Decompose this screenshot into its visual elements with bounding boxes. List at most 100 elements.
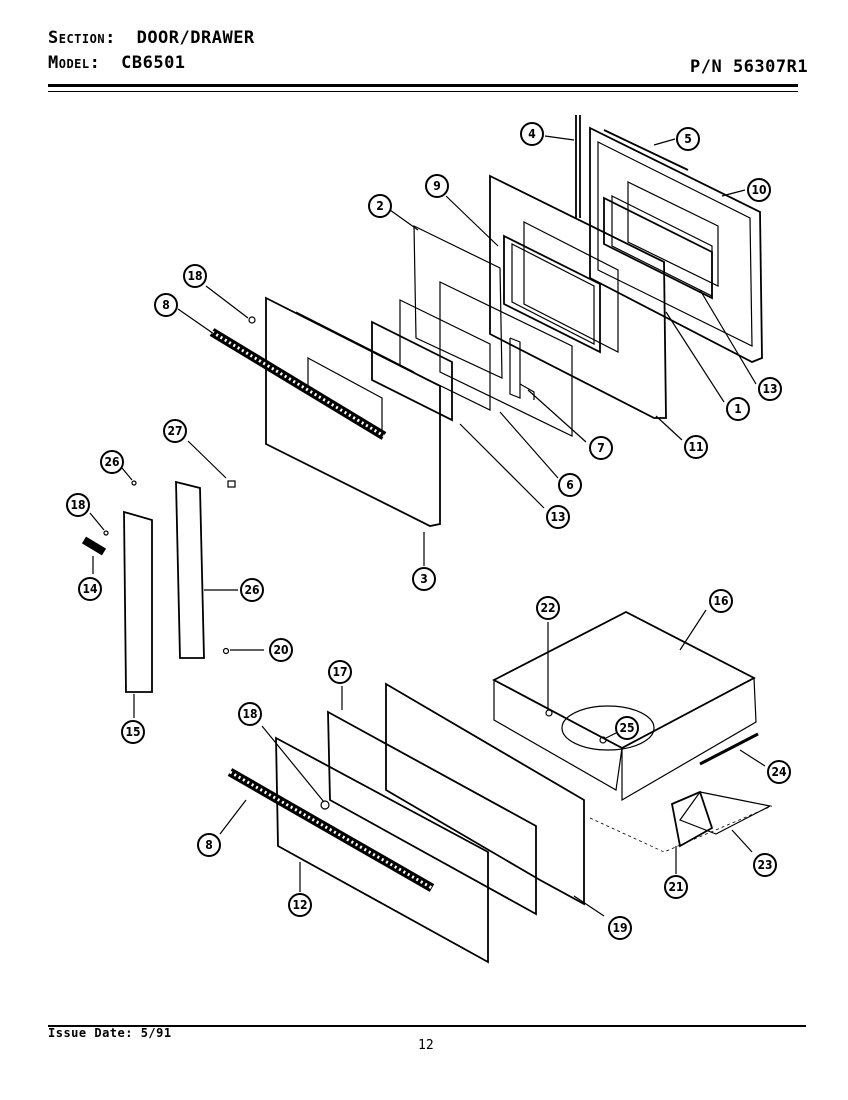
svg-text:11: 11	[688, 440, 703, 454]
header-rule-thin	[48, 91, 798, 92]
callout-20: 20	[269, 638, 293, 662]
screw-20	[222, 647, 230, 655]
door-liner	[489, 174, 667, 419]
screw-upper	[248, 316, 256, 324]
drawer-support-plate	[679, 791, 772, 835]
drawer-rail-24	[699, 732, 759, 766]
window-bracket	[509, 337, 535, 400]
svg-text:10: 10	[751, 183, 766, 197]
callout-9: 9	[425, 174, 449, 198]
svg-text:9: 9	[433, 179, 441, 193]
svg-text:27: 27	[167, 424, 182, 438]
svg-text:5: 5	[684, 132, 692, 146]
svg-text:18: 18	[242, 707, 257, 721]
outer-glass	[399, 299, 491, 411]
svg-text:1: 1	[734, 402, 742, 416]
callout-14: 14	[78, 577, 102, 601]
drawer-mid-panel	[327, 710, 537, 916]
svg-text:25: 25	[619, 721, 634, 735]
callout-18-drawer: 18	[238, 702, 262, 726]
callout-6: 6	[558, 473, 582, 497]
drawer-inner-panel	[385, 682, 585, 906]
drawer-front	[227, 736, 489, 964]
header-rule-thick	[48, 84, 798, 87]
callout-18-side: 18	[66, 493, 90, 517]
svg-text:2: 2	[376, 199, 384, 213]
svg-text:4: 4	[528, 127, 536, 141]
inner-glass-panel	[413, 225, 503, 379]
callout-19: 19	[608, 916, 632, 940]
callout-24: 24	[767, 760, 791, 784]
svg-text:26: 26	[104, 455, 119, 469]
svg-text:13: 13	[762, 382, 777, 396]
svg-text:18: 18	[187, 269, 202, 283]
callout-5: 5	[676, 127, 700, 151]
model-line: Model: CB6501	[48, 53, 186, 73]
callout-2: 2	[368, 194, 392, 218]
svg-text:17: 17	[332, 665, 347, 679]
handle-end-cap	[81, 536, 107, 556]
callout-25: 25	[615, 716, 639, 740]
screw-25	[599, 736, 607, 744]
callout-15: 15	[121, 720, 145, 744]
svg-text:8: 8	[162, 298, 170, 312]
callout-8-upper: 8	[154, 293, 178, 317]
left-side-trim	[123, 510, 153, 693]
section-value: DOOR/DRAWER	[136, 28, 255, 48]
door-handle-upper	[209, 328, 387, 440]
svg-text:6: 6	[566, 478, 574, 492]
svg-text:21: 21	[668, 880, 683, 894]
screw-18-drawer	[320, 800, 330, 810]
svg-text:19: 19	[612, 921, 627, 935]
callout-7: 7	[589, 436, 613, 460]
callout-1: 1	[726, 397, 750, 421]
window-gasket-rear	[603, 196, 713, 300]
callout-27: 27	[163, 419, 187, 443]
drawer-roller-bracket	[670, 790, 714, 848]
svg-text:13: 13	[550, 510, 565, 524]
svg-text:18: 18	[70, 498, 85, 512]
callout-22: 22	[536, 596, 560, 620]
callout-13-front: 13	[546, 505, 570, 529]
screw-22	[545, 709, 553, 717]
svg-text:8: 8	[205, 838, 213, 852]
heat-shield	[439, 281, 573, 437]
callout-26-right: 26	[240, 578, 264, 602]
svg-text:22: 22	[540, 601, 555, 615]
clip-27	[227, 480, 236, 488]
callout-4: 4	[520, 122, 544, 146]
section-line: Section: DOOR/DRAWER	[48, 28, 255, 48]
svg-text:23: 23	[757, 858, 772, 872]
callout-12: 12	[288, 893, 312, 917]
callout-21: 21	[664, 875, 688, 899]
svg-text:15: 15	[125, 725, 140, 739]
svg-text:24: 24	[771, 765, 787, 779]
door-hinge-rod	[575, 115, 581, 218]
svg-text:16: 16	[713, 594, 728, 608]
callout-8-lower: 8	[197, 833, 221, 857]
callout-17: 17	[328, 660, 352, 684]
svg-text:26: 26	[244, 583, 259, 597]
callout-13-rear: 13	[758, 377, 782, 401]
screw-18-side	[103, 530, 109, 536]
footer-rule	[48, 1025, 806, 1027]
callout-18-upper: 18	[183, 264, 207, 288]
callout-23: 23	[753, 853, 777, 877]
svg-text:12: 12	[292, 898, 307, 912]
svg-text:20: 20	[273, 643, 288, 657]
part-number: P/N 56307R1	[690, 57, 809, 77]
callout-3: 3	[412, 567, 436, 591]
svg-text:7: 7	[597, 441, 605, 455]
model-value: CB6501	[121, 53, 186, 73]
right-side-trim	[175, 480, 205, 659]
issue-date: Issue Date: 5/91	[48, 1026, 172, 1040]
leader-lines	[89, 135, 766, 917]
door-top-strip	[603, 129, 689, 171]
section-label: Section:	[48, 28, 116, 48]
callout-16: 16	[709, 589, 733, 613]
callout-11: 11	[684, 435, 708, 459]
window-gasket-front	[371, 320, 453, 422]
screw-26	[131, 480, 137, 486]
